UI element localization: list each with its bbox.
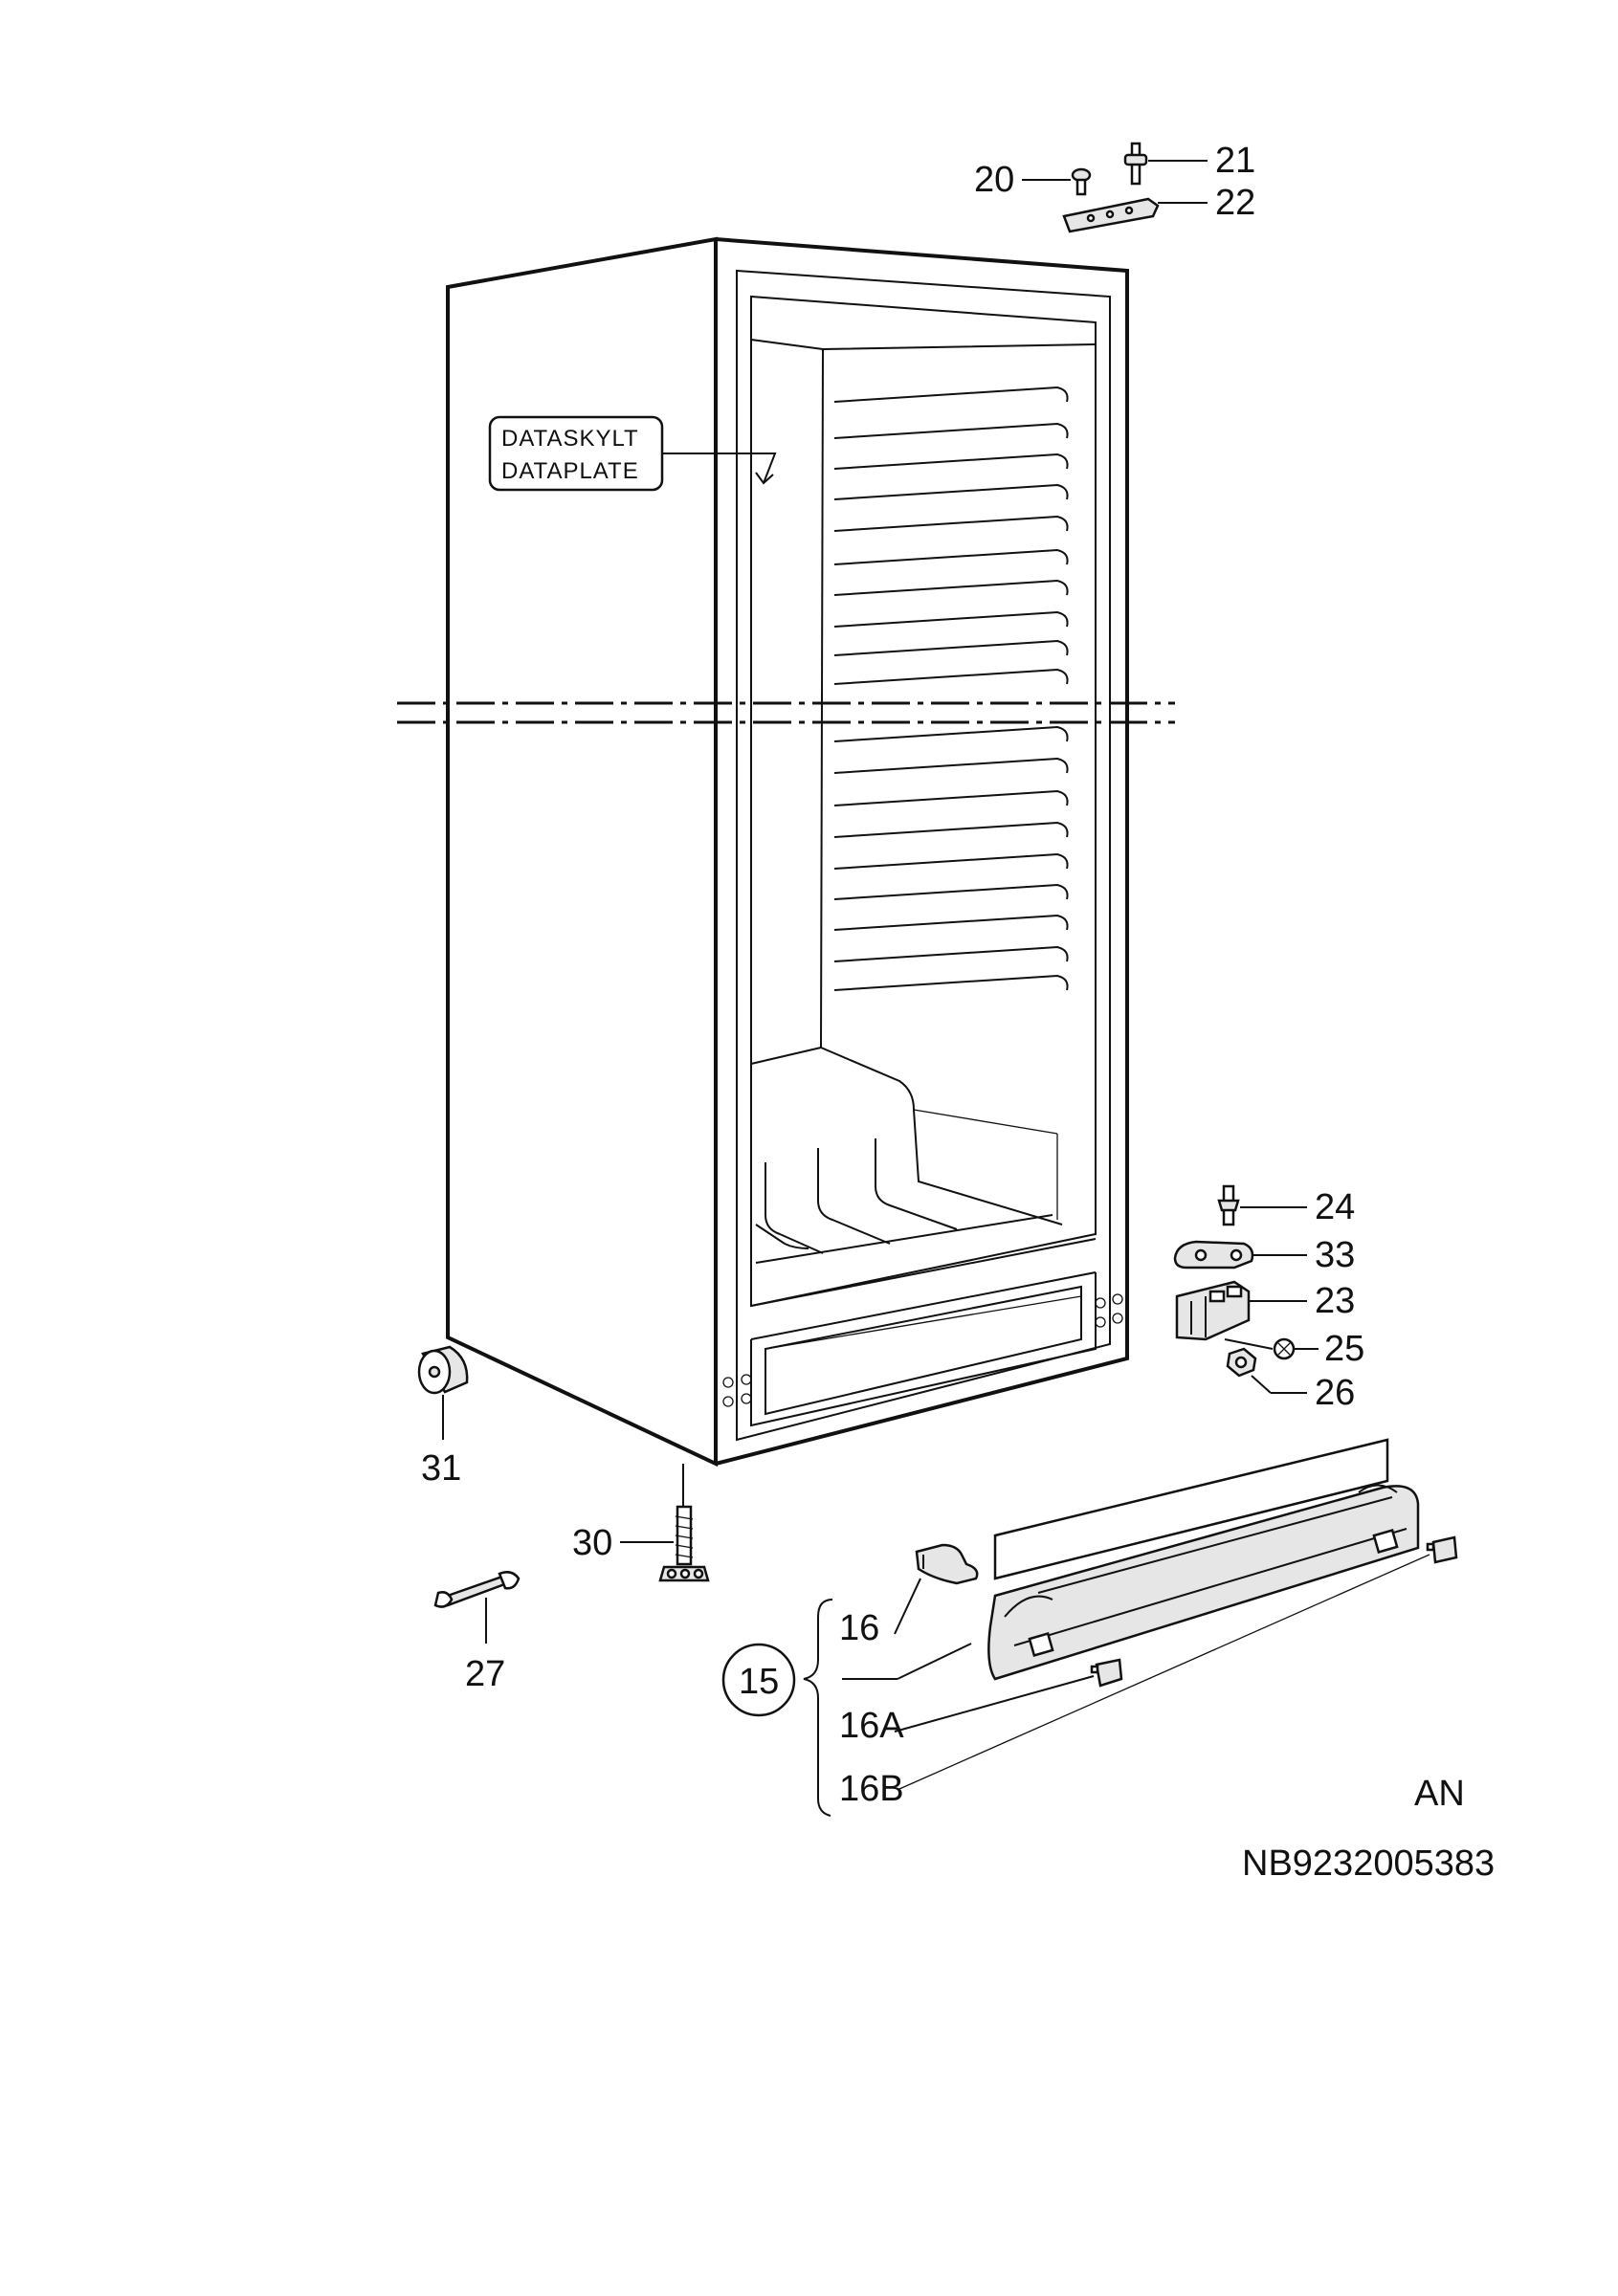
- assembly-number-circle: [721, 1643, 796, 1717]
- adjustable-foot-icon: [658, 1505, 710, 1582]
- hinge-pin-icon: [1217, 1184, 1240, 1226]
- cabinet: [446, 236, 1129, 1468]
- spanner-27: 27: [433, 1571, 521, 1694]
- hinge-plate-icon: [1062, 197, 1160, 233]
- part-label-20: 20: [974, 160, 1014, 200]
- part-label-33: 33: [1315, 1235, 1355, 1275]
- part-label-27: 27: [465, 1654, 505, 1694]
- part-label-26: 26: [1315, 1373, 1355, 1413]
- part-label-22: 22: [1215, 183, 1255, 223]
- part-label-21: 21: [1215, 141, 1255, 181]
- part-label-24: 24: [1315, 1187, 1355, 1227]
- nut-icon: [1226, 1347, 1257, 1378]
- hinge-block-icon: [1175, 1280, 1251, 1341]
- part-label-16a: 16A: [839, 1706, 904, 1746]
- end-clip-icon: [915, 1543, 979, 1585]
- document-id: NB9232005383: [1242, 1843, 1495, 1884]
- hinge-bracket-icon: [1173, 1240, 1254, 1269]
- part-label-25: 25: [1324, 1329, 1364, 1369]
- part-label-16: 16: [839, 1608, 879, 1648]
- variant-code: AN: [1414, 1774, 1465, 1814]
- data-plate-line1: DATASKYLT: [501, 426, 639, 452]
- break-line: [397, 701, 1175, 724]
- shelf-ribs-upper: [833, 386, 1069, 685]
- rubber-foot-icon: [417, 1345, 469, 1395]
- part-label-15: 15: [739, 1662, 779, 1702]
- foot-30: 30: [572, 1464, 710, 1582]
- spanner-icon: [433, 1571, 521, 1608]
- end-cap-icon: [1426, 1535, 1458, 1564]
- part-label-30: 30: [572, 1523, 612, 1563]
- data-plate-callout: DATASKYLT DATAPLATE: [488, 415, 777, 492]
- part-label-16b: 16B: [839, 1769, 904, 1809]
- screw-icon: [1071, 167, 1092, 196]
- foot-31: 31: [417, 1345, 469, 1489]
- shelf-ribs-lower: [833, 725, 1069, 991]
- kick-plate-assembly: 15 16 16A 16B: [721, 1438, 1458, 1817]
- bottom-hinge-assembly: 24 33 23 25: [1173, 1184, 1364, 1413]
- hinge-pin-icon: [1123, 142, 1148, 186]
- top-hinge-assembly: 20 21 22: [974, 141, 1255, 233]
- part-label-23: 23: [1315, 1281, 1355, 1321]
- end-cap-icon: [1090, 1658, 1123, 1688]
- part-label-31: 31: [421, 1448, 461, 1489]
- data-plate-line2: DATAPLATE: [501, 458, 639, 484]
